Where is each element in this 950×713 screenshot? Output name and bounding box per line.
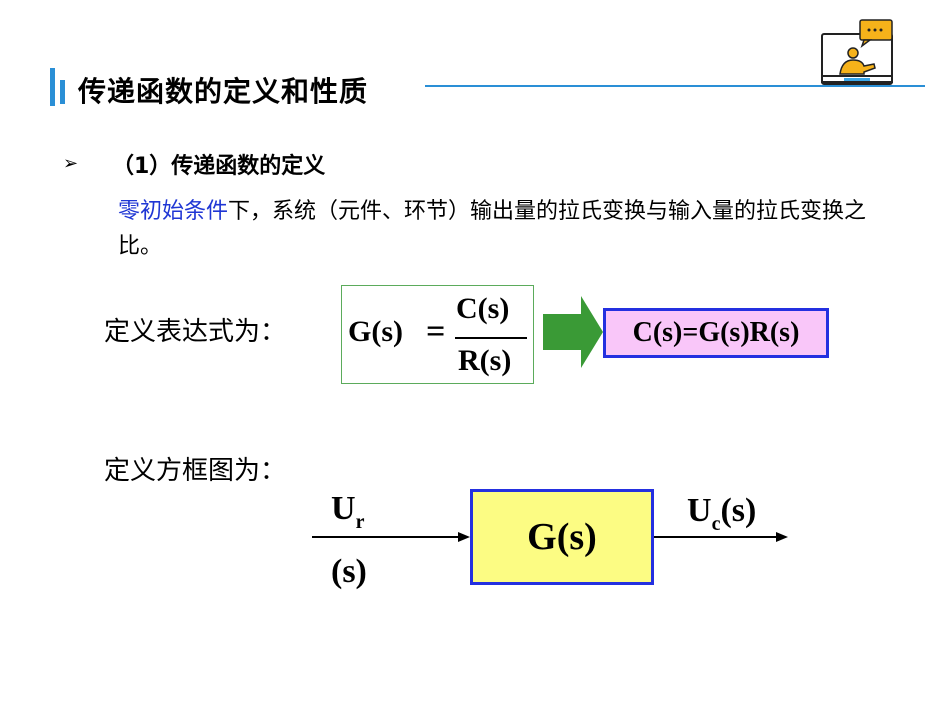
page-title: 传递函数的定义和性质 [78, 75, 369, 108]
title-accent-bar-small [60, 80, 65, 104]
definition-highlight: 零初始条件 [118, 199, 229, 224]
block-label: G(s) [527, 516, 597, 558]
formula-lhs: G(s) [348, 315, 403, 348]
result-box: C(s)=G(s)R(s) [603, 308, 829, 358]
formula-box [341, 285, 534, 384]
arrowhead-bullet-icon: ➢ [63, 153, 79, 174]
section-heading: （1）传递函数的定义 [112, 154, 326, 179]
title-accent-bar [50, 68, 55, 106]
formula-denominator: R(s) [458, 344, 512, 377]
input-signal-label: Ur(s) [331, 490, 367, 590]
title-divider [425, 85, 925, 87]
right-arrow-icon [543, 296, 603, 368]
transfer-function-block: G(s) [470, 489, 654, 585]
diagram-label: 定义方框图为： [104, 456, 287, 486]
definition-text: 下，系统（元件、环节）输出量的拉氏变换与输入量的拉氏变换之比。 [118, 199, 867, 259]
block-diagram-lines [312, 532, 788, 542]
output-signal-label: Uc(s) [687, 492, 757, 535]
definition-paragraph: 零初始条件下，系统（元件、环节）输出量的拉氏变换与输入量的拉氏变换之比。 [118, 194, 878, 264]
presenter-chat-icon [821, 19, 893, 85]
fraction-bar [455, 337, 527, 339]
formula-numerator: C(s) [456, 292, 510, 325]
formula-equals: = [426, 313, 446, 350]
expression-label: 定义表达式为： [104, 317, 287, 347]
result-formula: C(s)=G(s)R(s) [632, 317, 800, 348]
